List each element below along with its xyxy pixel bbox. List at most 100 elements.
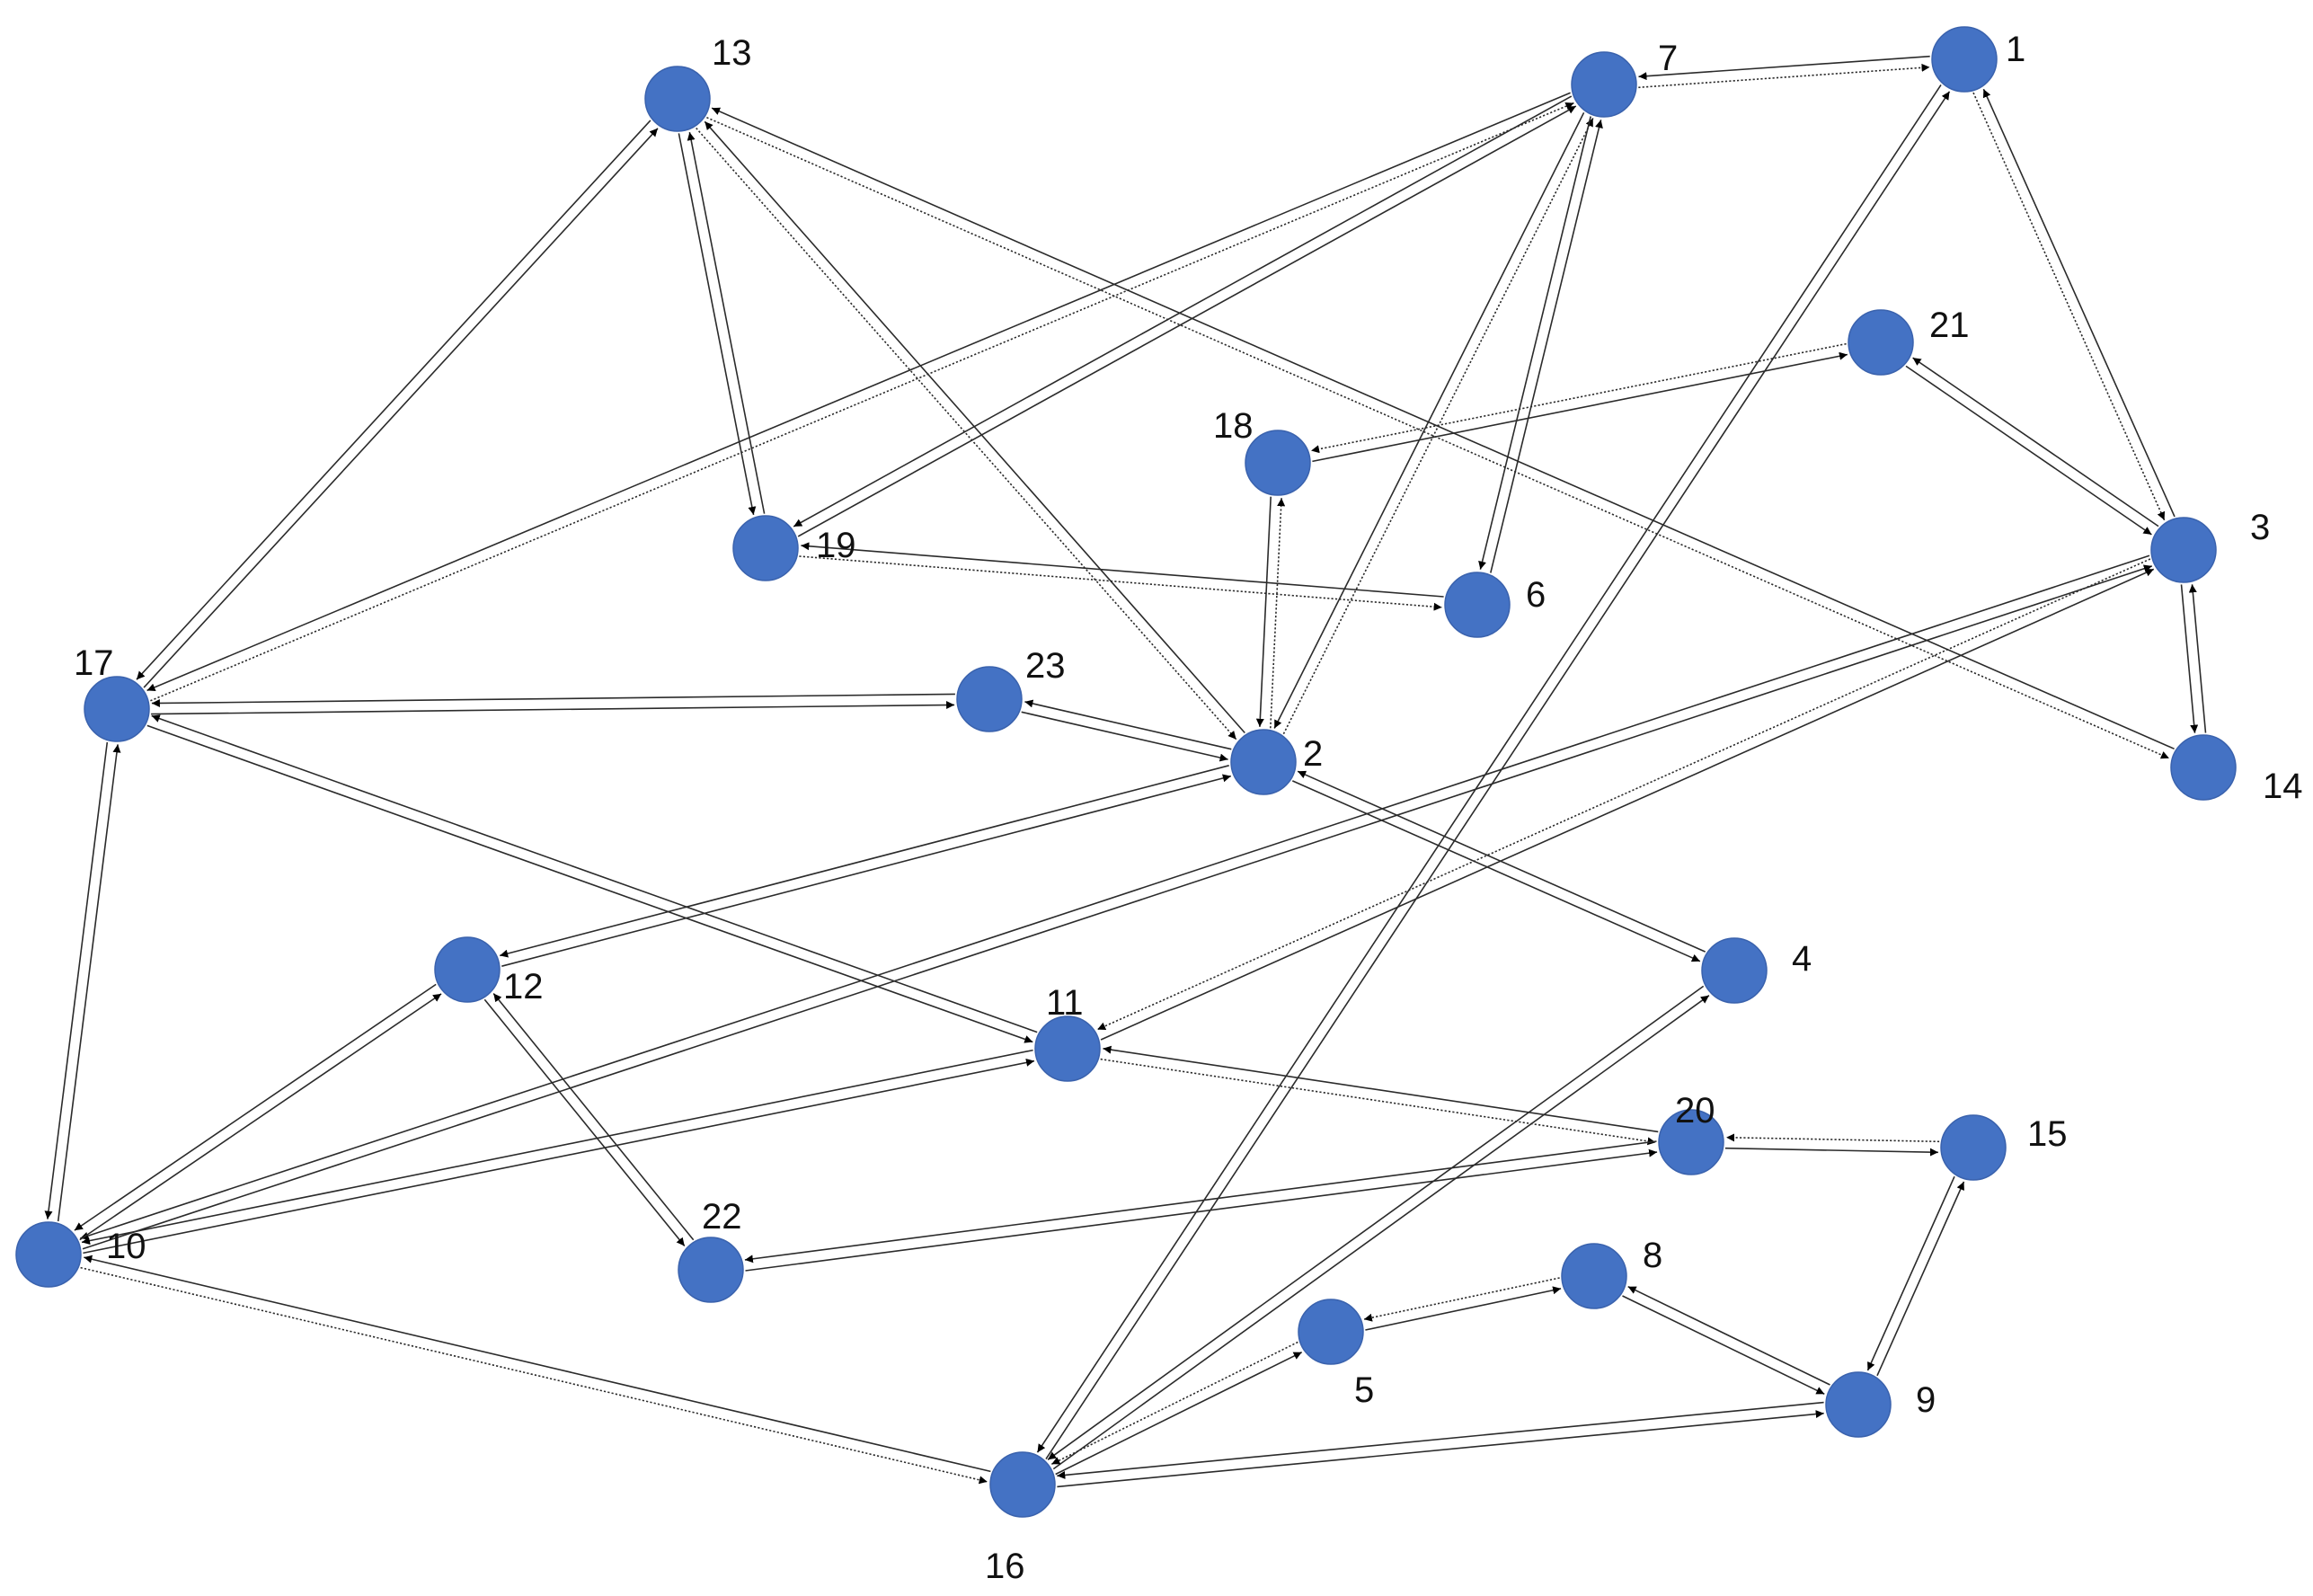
edge-18-to-21 xyxy=(1312,351,1848,463)
node-circle-9 xyxy=(1825,1371,1892,1438)
node-4: 4 xyxy=(1701,937,1812,1004)
node-label-15: 15 xyxy=(2027,1114,2068,1154)
edge-2-to-18 xyxy=(1270,498,1286,729)
node-20: 20 xyxy=(1658,1091,1724,1175)
node-circle-1 xyxy=(1931,26,1998,93)
edge-10-to-17 xyxy=(57,744,121,1222)
node-6: 6 xyxy=(1444,572,1546,638)
node-label-9: 9 xyxy=(1916,1380,1936,1420)
node-circle-7 xyxy=(1571,51,1637,118)
edge-7-to-19 xyxy=(793,95,1573,528)
edge-18-to-2 xyxy=(1255,496,1272,727)
edge-7-to-17 xyxy=(146,92,1571,692)
edge-5-to-16 xyxy=(1050,1341,1298,1466)
node-circle-18 xyxy=(1245,430,1311,496)
node-label-16: 16 xyxy=(985,1547,1025,1586)
edge-13-to-19 xyxy=(678,133,757,516)
node-circle-16 xyxy=(989,1451,1056,1518)
edge-2-to-12 xyxy=(499,765,1229,958)
edge-11-to-17 xyxy=(151,714,1038,1033)
edge-22-to-20 xyxy=(745,1148,1658,1272)
edge-15-to-20 xyxy=(1726,1133,1940,1143)
edge-17-to-11 xyxy=(146,724,1033,1043)
edge-8-to-5 xyxy=(1363,1277,1560,1322)
edge-4-to-16 xyxy=(1047,985,1705,1460)
node-label-18: 18 xyxy=(1213,406,1254,446)
node-2: 2 xyxy=(1230,729,1323,795)
edge-6-to-19 xyxy=(801,542,1444,598)
node-circle-14 xyxy=(2170,734,2237,801)
node-label-1: 1 xyxy=(2006,30,2025,69)
edge-7-to-1 xyxy=(1638,63,1930,89)
node-label-5: 5 xyxy=(1354,1370,1374,1410)
edge-17-to-23 xyxy=(151,701,955,715)
node-17: 17 xyxy=(74,643,150,742)
edge-9-to-15 xyxy=(1876,1181,1965,1377)
node-circle-13 xyxy=(644,66,711,132)
edge-23-to-17 xyxy=(151,693,955,707)
node-15: 15 xyxy=(1940,1114,2068,1181)
edge-13-to-2 xyxy=(696,127,1237,740)
edge-12-to-22 xyxy=(483,998,686,1247)
node-12: 12 xyxy=(434,936,544,1006)
node-18: 18 xyxy=(1213,406,1311,496)
edge-8-to-9 xyxy=(1622,1295,1825,1396)
edge-20-to-15 xyxy=(1724,1147,1938,1157)
edge-23-to-2 xyxy=(1021,711,1228,762)
node-11: 11 xyxy=(1034,983,1101,1082)
node-label-11: 11 xyxy=(1046,983,1084,1023)
edge-3-to-21 xyxy=(1912,357,2159,528)
node-1: 1 xyxy=(1931,26,2025,93)
edge-3-to-11 xyxy=(1096,558,2151,1031)
node-5: 5 xyxy=(1298,1299,1374,1410)
node-16: 16 xyxy=(985,1451,1056,1586)
node-circle-8 xyxy=(1561,1243,1627,1309)
edge-13-to-17 xyxy=(136,120,651,680)
node-label-23: 23 xyxy=(1025,646,1066,686)
node-circle-21 xyxy=(1848,309,1914,376)
node-label-10: 10 xyxy=(106,1227,146,1266)
node-label-3: 3 xyxy=(2250,508,2270,547)
edge-13-to-14 xyxy=(706,116,2170,759)
node-label-12: 12 xyxy=(503,967,544,1006)
node-label-4: 4 xyxy=(1792,939,1812,979)
edge-4-to-2 xyxy=(1297,770,1706,953)
edges-layer xyxy=(44,55,2207,1488)
edge-21-to-3 xyxy=(1905,365,2152,536)
node-23: 23 xyxy=(956,646,1066,732)
node-label-2: 2 xyxy=(1303,734,1323,774)
node-circle-5 xyxy=(1298,1299,1364,1365)
node-21: 21 xyxy=(1848,306,1970,376)
edge-20-to-22 xyxy=(744,1140,1657,1264)
edge-10-to-3 xyxy=(82,564,2153,1250)
node-circle-19 xyxy=(732,515,799,581)
edge-11-to-3 xyxy=(1100,568,2155,1041)
edge-1-to-7 xyxy=(1638,55,1930,81)
edge-17-to-7 xyxy=(150,102,1574,702)
node-22: 22 xyxy=(678,1197,744,1303)
edge-9-to-8 xyxy=(1627,1285,1830,1386)
edge-14-to-3 xyxy=(2188,584,2207,733)
node-label-21: 21 xyxy=(1929,306,1970,345)
edge-2-to-13 xyxy=(704,120,1245,734)
edge-7-to-6 xyxy=(1478,116,1591,570)
edge-19-to-13 xyxy=(687,131,766,514)
edge-16-to-5 xyxy=(1055,1351,1303,1476)
node-circle-11 xyxy=(1034,1015,1101,1082)
edge-10-to-16 xyxy=(80,1266,988,1485)
node-8: 8 xyxy=(1561,1236,1662,1309)
edge-17-to-13 xyxy=(143,128,659,688)
node-9: 9 xyxy=(1825,1371,1936,1438)
edge-14-to-13 xyxy=(711,107,2175,750)
node-circle-2 xyxy=(1230,729,1297,795)
edge-7-to-2 xyxy=(1273,111,1585,729)
node-label-7: 7 xyxy=(1658,39,1678,78)
edge-11-to-20 xyxy=(1100,1058,1656,1146)
edge-6-to-7 xyxy=(1490,120,1603,573)
edge-15-to-9 xyxy=(1866,1175,1955,1371)
node-circle-15 xyxy=(1940,1114,2007,1181)
node-circle-6 xyxy=(1444,572,1511,638)
node-circle-17 xyxy=(84,676,150,742)
